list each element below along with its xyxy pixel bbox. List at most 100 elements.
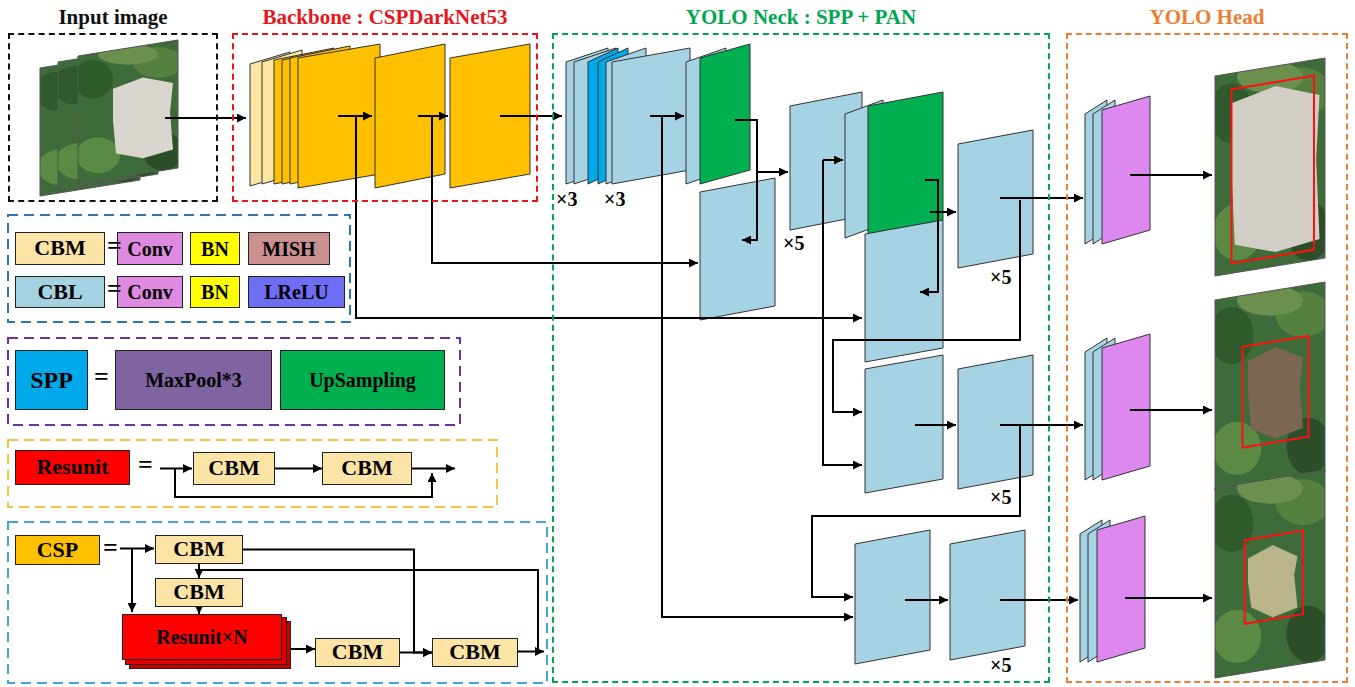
photo-outline: [1215, 58, 1325, 276]
stage-region: Backbone : CSPDarkNet53: [232, 33, 538, 202]
region-heading: YOLO Head: [1146, 5, 1269, 29]
vegetation-patch: [1210, 307, 1254, 364]
module-box: CBM: [322, 452, 412, 485]
data-flow-line: [662, 116, 853, 617]
module-box: Resunit: [15, 450, 130, 485]
equals-sign: =: [107, 232, 122, 261]
satellite-photo: [1210, 280, 1331, 492]
flow-arrow: [275, 468, 322, 470]
feature-map: [700, 44, 750, 184]
module-box: UpSampling: [280, 350, 445, 410]
module-name: SPP: [30, 367, 73, 393]
feature-map: [298, 44, 380, 188]
module-box: CBM: [15, 232, 105, 265]
bare-ground: [1248, 347, 1303, 438]
data-flow-line: [120, 548, 154, 550]
bare-ground: [113, 78, 173, 159]
module-name: CSP: [37, 538, 79, 562]
bare-ground: [1232, 86, 1320, 252]
module-name: UpSampling: [309, 369, 416, 391]
data-flow-line: [930, 211, 956, 213]
repeat-count: ×5: [990, 486, 1011, 508]
module-name: MaxPool*3: [145, 369, 242, 391]
repeat-count: ×3: [604, 188, 625, 210]
module-box: Conv: [117, 276, 183, 308]
region-heading: Backbone : CSPDarkNet53: [259, 5, 512, 29]
module-box: CBM: [155, 578, 243, 607]
module-name: CBM: [173, 580, 224, 604]
feature-map: [855, 530, 930, 664]
feature-map: [1097, 516, 1145, 662]
module-name: Resunit×N: [156, 626, 247, 648]
legend-frame: [8, 338, 460, 425]
flow-arrow: [198, 607, 200, 614]
module-name: Resunit: [36, 455, 108, 479]
data-flow-line: [1125, 597, 1212, 599]
detection-box: [1245, 531, 1303, 624]
stage-region: Input image: [8, 33, 218, 202]
module-box: CBM: [155, 535, 243, 564]
data-flow-line: [1130, 409, 1212, 411]
region-heading: YOLO Neck : SPP + PAN: [682, 5, 920, 29]
vegetation-patch: [1237, 61, 1303, 93]
module-box: Conv: [117, 232, 183, 265]
module-name: CBM: [208, 456, 259, 480]
data-flow-line: [735, 120, 757, 240]
data-flow-line: [757, 171, 788, 173]
repeat-count: ×5: [990, 654, 1011, 676]
feature-map: [950, 530, 1025, 660]
photo-outline: [1215, 470, 1325, 678]
module-box: SPP: [15, 350, 88, 410]
module-box: BN: [190, 232, 240, 265]
satellite-photo: [1210, 468, 1331, 680]
flow-arrow: [198, 564, 200, 578]
equals-sign: =: [94, 363, 109, 392]
data-flow-line: [412, 468, 455, 470]
stage-region: YOLO Neck : SPP + PAN: [552, 33, 1050, 683]
legend-frame: [8, 440, 497, 507]
module-name: Conv: [127, 281, 173, 303]
vegetation-patch: [76, 137, 120, 173]
data-flow-line: [915, 424, 956, 426]
module-name: CBM: [332, 640, 383, 664]
repeat-count: ×5: [783, 232, 804, 254]
legend-frame: [8, 522, 547, 683]
equals-sign: =: [138, 451, 153, 480]
module-name: BN: [201, 238, 229, 260]
stage-region: YOLO Head: [1066, 33, 1348, 683]
vegetation-patch: [1210, 495, 1254, 552]
feature-map: [958, 355, 1033, 489]
data-flow-line: [1000, 424, 1083, 426]
data-flow-line: [356, 116, 862, 318]
data-flow-line: [1000, 197, 1083, 199]
module-box: CBM: [432, 638, 518, 667]
module-box: CBM: [315, 638, 400, 667]
equals-sign: =: [107, 275, 122, 304]
module-box: CSP: [15, 535, 100, 565]
satellite-photo: [1210, 56, 1331, 278]
data-flow-line: [131, 549, 133, 613]
bare-ground: [1248, 545, 1298, 617]
flow-arrow: [282, 648, 315, 650]
module-box: MaxPool*3: [115, 350, 272, 410]
module-box: Resunit×N: [122, 614, 282, 660]
module-name: CBL: [37, 280, 82, 304]
module-name: CBM: [341, 456, 392, 480]
module-name: Conv: [127, 238, 173, 260]
data-flow-line: [920, 180, 938, 292]
photo-outline: [1215, 282, 1325, 490]
satellite-photo: [73, 38, 183, 186]
vegetation-patch: [1237, 473, 1303, 503]
vegetation-patch: [73, 60, 113, 98]
vegetation-patch: [1237, 285, 1303, 315]
module-box: MISH: [248, 232, 330, 265]
module-box: BN: [190, 276, 240, 308]
detection-box: [1232, 76, 1315, 263]
data-flow-line: [905, 599, 948, 601]
repeat-count: ×3: [556, 188, 577, 210]
region-heading: Input image: [54, 5, 171, 29]
photo-outline: [78, 40, 178, 184]
module-box: CBM: [193, 452, 275, 485]
vegetation-patch: [98, 44, 158, 64]
data-flow-line: [650, 115, 684, 117]
